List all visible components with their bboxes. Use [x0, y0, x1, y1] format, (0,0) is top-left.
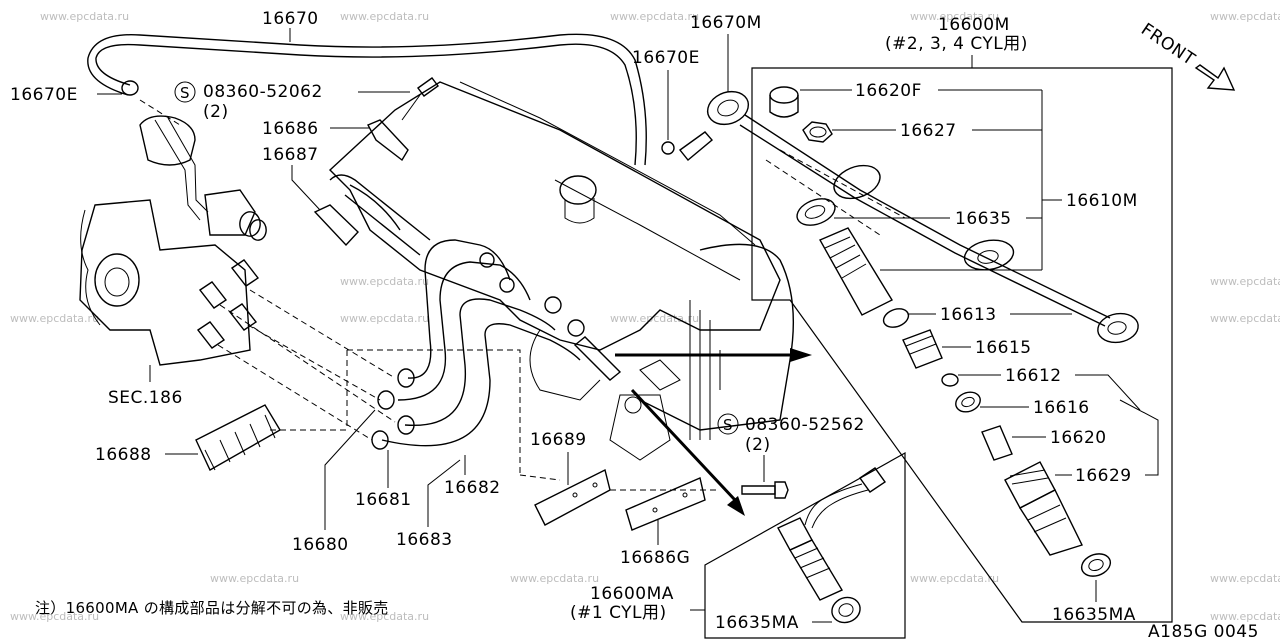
label-bolt-top-code: 08360-52062	[203, 82, 323, 102]
bracket-16686	[367, 119, 409, 162]
label-16686g: 16686G	[620, 548, 690, 568]
watermark: www.epcdata.ru	[1210, 610, 1280, 623]
label-16687: 16687	[262, 145, 319, 165]
watermarks: www.epcdata.ru www.epcdata.ru www.epcdat…	[10, 10, 1280, 623]
watermark: www.epcdata.ru	[10, 312, 99, 325]
reference-arrows	[615, 348, 812, 516]
label-16600ma-note: (#1 CYL用)	[570, 603, 667, 623]
label-16610m: 16610M	[1066, 191, 1138, 211]
label-bolt-top-qty: (2)	[203, 102, 229, 122]
label-16629: 16629	[1075, 466, 1132, 486]
label-16620: 16620	[1050, 428, 1107, 448]
label-16670e-left: 16670E	[10, 85, 78, 105]
bolt-08360-52562: S	[717, 413, 789, 499]
label-16689: 16689	[530, 430, 587, 450]
label-16688: 16688	[95, 445, 152, 465]
label-bolt-bottom-qty: (2)	[745, 435, 771, 455]
label-16681: 16681	[355, 490, 412, 510]
label-16670e-right: 16670E	[632, 48, 700, 68]
footnote: 注）16600MA の構成部品は分解不可の為、非販売	[35, 599, 389, 617]
label-16627: 16627	[900, 121, 957, 141]
injector-exploded-16600m	[765, 86, 1112, 577]
watermark: www.epcdata.ru	[10, 610, 99, 623]
label-16635ma-inset: 16635MA	[715, 613, 799, 633]
watermark: www.epcdata.ru	[210, 572, 299, 585]
watermark: www.epcdata.ru	[340, 312, 429, 325]
screw-symbol: S	[180, 84, 190, 102]
assembly-16600ma-frame	[704, 451, 906, 639]
watermark: www.epcdata.ru	[40, 10, 129, 23]
label-16670m: 16670M	[690, 13, 762, 33]
watermark: www.epcdata.ru	[910, 10, 999, 23]
label-16635ma-right: 16635MA	[1052, 605, 1136, 625]
watermark: www.epcdata.ru	[1210, 10, 1280, 23]
bracket-16687	[313, 204, 359, 247]
label-bolt-bottom-code: 08360-52562	[745, 415, 865, 435]
plate-16686g	[625, 477, 706, 531]
label-16682: 16682	[444, 478, 501, 498]
watermark: www.epcdata.ru	[340, 10, 429, 23]
label-16613: 16613	[940, 305, 997, 325]
label-16612: 16612	[1005, 366, 1062, 386]
watermark: www.epcdata.ru	[1210, 572, 1280, 585]
fuel-pump-drawing	[79, 115, 267, 382]
label-16670: 16670	[262, 9, 319, 29]
clamp-16688	[195, 404, 281, 471]
label-16615: 16615	[975, 338, 1032, 358]
watermark: www.epcdata.ru	[610, 10, 699, 23]
plate-16689	[534, 468, 611, 526]
label-16683: 16683	[396, 530, 453, 550]
watermark: www.epcdata.ru	[1210, 275, 1280, 288]
watermark: www.epcdata.ru	[1210, 312, 1280, 325]
watermark: www.epcdata.ru	[510, 572, 599, 585]
label-16616: 16616	[1033, 398, 1090, 418]
injection-pipes	[329, 174, 622, 450]
front-indicator: FRONT	[1137, 20, 1236, 91]
label-16686: 16686	[262, 119, 319, 139]
leak-off-hose-16670	[87, 33, 713, 166]
label-16600m-note: (#2, 3, 4 CYL用)	[885, 34, 1028, 54]
front-label: FRONT	[1137, 20, 1198, 71]
watermark: www.epcdata.ru	[340, 610, 429, 623]
screw-symbol-bottom: S	[723, 416, 733, 434]
diagram-id: A185G 0045	[1148, 622, 1259, 640]
watermark: www.epcdata.ru	[610, 312, 699, 325]
engine-block-drawing	[328, 81, 795, 461]
label-16680: 16680	[292, 535, 349, 555]
label-sec186: SEC.186	[108, 388, 183, 408]
watermark: www.epcdata.ru	[340, 275, 429, 288]
watermark: www.epcdata.ru	[910, 572, 999, 585]
label-16600m: 16600M	[938, 15, 1010, 35]
injector-assembly-16600ma	[777, 467, 886, 624]
assembly-16600m-frame	[751, 67, 1173, 623]
label-16620f: 16620F	[855, 81, 922, 101]
label-16600ma: 16600MA	[590, 584, 674, 604]
label-16635: 16635	[955, 209, 1012, 229]
